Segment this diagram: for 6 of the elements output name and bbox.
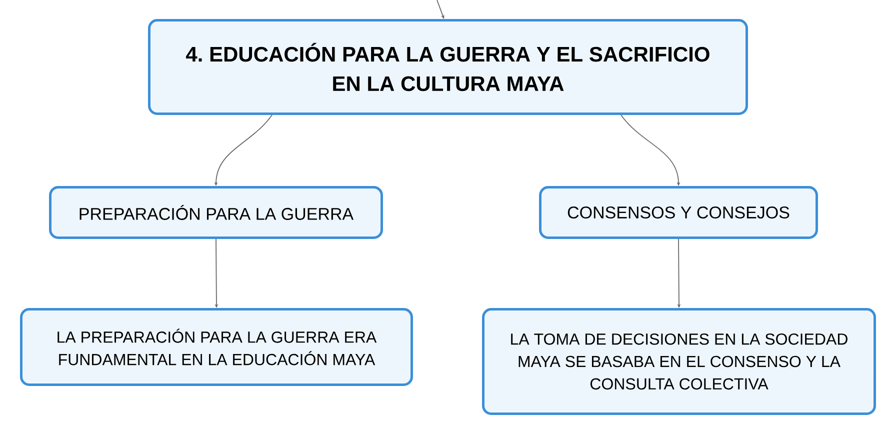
arrow bbox=[436, 0, 444, 19]
subtopic-box: CONSENSOS Y CONSEJOS bbox=[539, 186, 818, 239]
description-box: LA PREPARACIÓN PARA LA GUERRA ERA FUNDAMENTAL EN LA EDUCACIÓN MAYA bbox=[20, 308, 413, 386]
description-box: LA TOMA DE DECISIONES EN LA SOCIEDAD MAYA SE BASABA EN EL CONSENSO Y LA CONSULTA COLECTIVA bbox=[482, 308, 876, 415]
topic-box: 4. EDUCACIÓN PARA LA GUERRA Y EL SACRIFICIO EN LA CULTURA MAYA bbox=[148, 19, 748, 115]
subtopic-box: PREPARACIÓN PARA LA GUERRA bbox=[49, 186, 383, 239]
